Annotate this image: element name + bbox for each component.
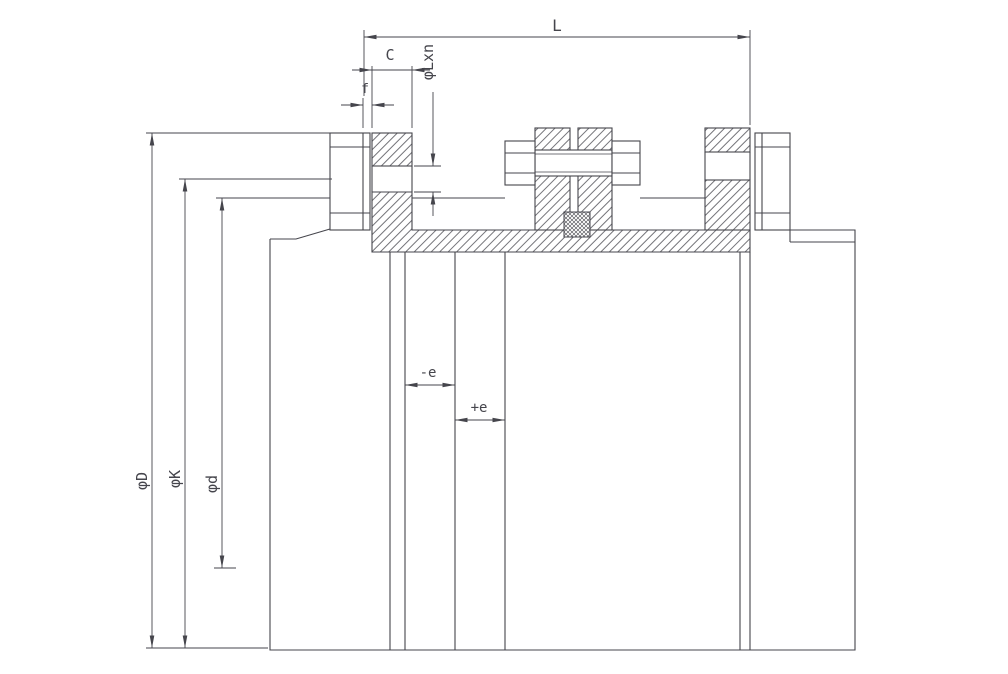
right-adapter-bottom-section (704, 179, 751, 231)
dim-label-phiD: φD (133, 472, 151, 490)
dim-bolt-circle: φK (166, 178, 332, 648)
dim-extension-travel: +e (455, 400, 505, 423)
dim-label-phiK: φK (166, 470, 184, 488)
body-neck-slant (270, 228, 331, 240)
dim-label-bolt-holes: φLxn (419, 44, 437, 80)
right-loose-flange (754, 132, 791, 231)
dim-label-L: L (552, 16, 562, 35)
dim-compression-travel: -e (405, 365, 455, 388)
adapter-flange-top-section (371, 132, 413, 167)
dim-overall-length: L (363, 16, 751, 125)
dim-label-f: f (361, 82, 369, 97)
left-loose-flange (329, 132, 371, 231)
dim-bore-diameter: φd (203, 197, 330, 569)
tie-bolt (504, 140, 641, 186)
dim-flange-outer-diameter: φD (133, 132, 330, 649)
dim-label-plus-e: +e (471, 400, 488, 416)
gland-assembly (504, 127, 641, 238)
dim-bolt-holes: φLxn (414, 44, 441, 216)
right-loose-flange-body (754, 132, 791, 231)
dim-label-C: C (385, 46, 394, 64)
gasket-seal (563, 211, 591, 238)
body-outer-edge (269, 229, 856, 651)
bolt-head (504, 140, 536, 186)
dim-label-minus-e: -e (420, 365, 437, 381)
dim-face-gap: f (341, 82, 394, 128)
dim-flange-thickness: C (352, 46, 430, 128)
valve-body-outline (269, 228, 856, 651)
right-adapter-flange (704, 127, 751, 231)
dim-label-phid: φd (203, 475, 221, 493)
bolt-nut (611, 140, 641, 186)
right-adapter-top-section (704, 127, 751, 153)
